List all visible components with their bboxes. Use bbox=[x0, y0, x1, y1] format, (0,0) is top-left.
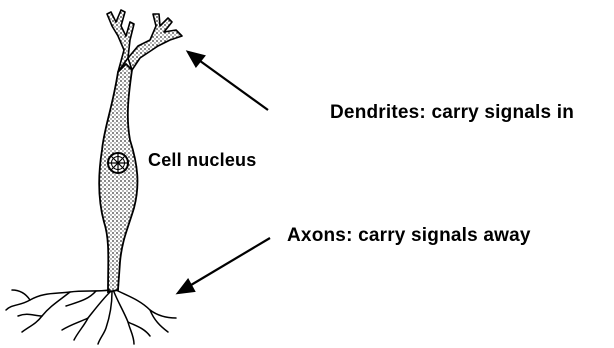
nucleus bbox=[108, 153, 128, 173]
axons-label: Axons: carry signals away bbox=[287, 225, 531, 247]
dendrites-label: Dendrites: carry signals in bbox=[330, 102, 574, 124]
axon-terminals bbox=[6, 290, 176, 344]
axons-arrow bbox=[178, 238, 270, 293]
nucleus-label: Cell nucleus bbox=[148, 150, 256, 171]
cell-body bbox=[99, 64, 137, 292]
neuron-cell bbox=[6, 10, 182, 344]
dendrite-branches bbox=[107, 10, 182, 72]
dendrites-arrow bbox=[188, 52, 268, 110]
